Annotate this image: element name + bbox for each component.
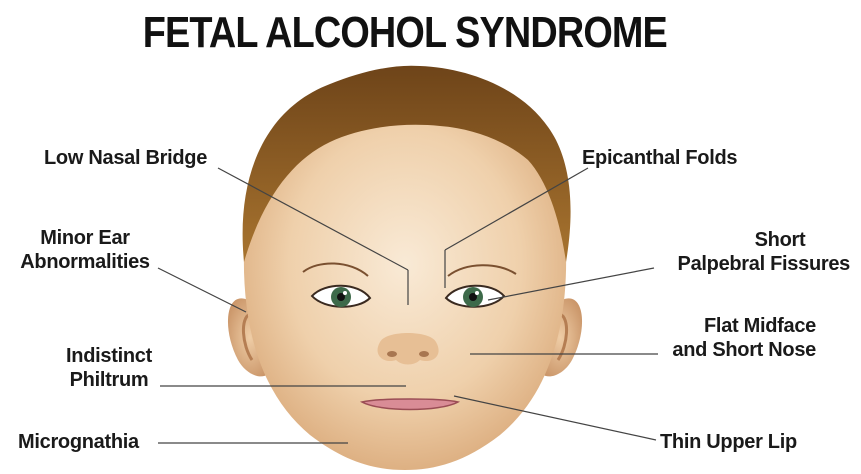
label-indistinct-philtrum: Indistinct Philtrum	[52, 344, 166, 392]
label-low-nasal-bridge: Low Nasal Bridge	[44, 146, 207, 170]
label-thin-upper-lip: Thin Upper Lip	[660, 430, 797, 454]
label-flat-midface: Flat Midface and Short Nose	[640, 314, 816, 362]
label-minor-ear-abnormalities: Minor Ear Abnormalities	[10, 226, 160, 274]
label-short-palpebral-fissures: Short Palpebral Fissures	[640, 228, 850, 276]
nose	[378, 333, 439, 365]
pointer-minor-ear	[158, 268, 246, 312]
label-micrognathia: Micrognathia	[18, 430, 139, 454]
label-epicanthal-folds: Epicanthal Folds	[582, 146, 737, 170]
